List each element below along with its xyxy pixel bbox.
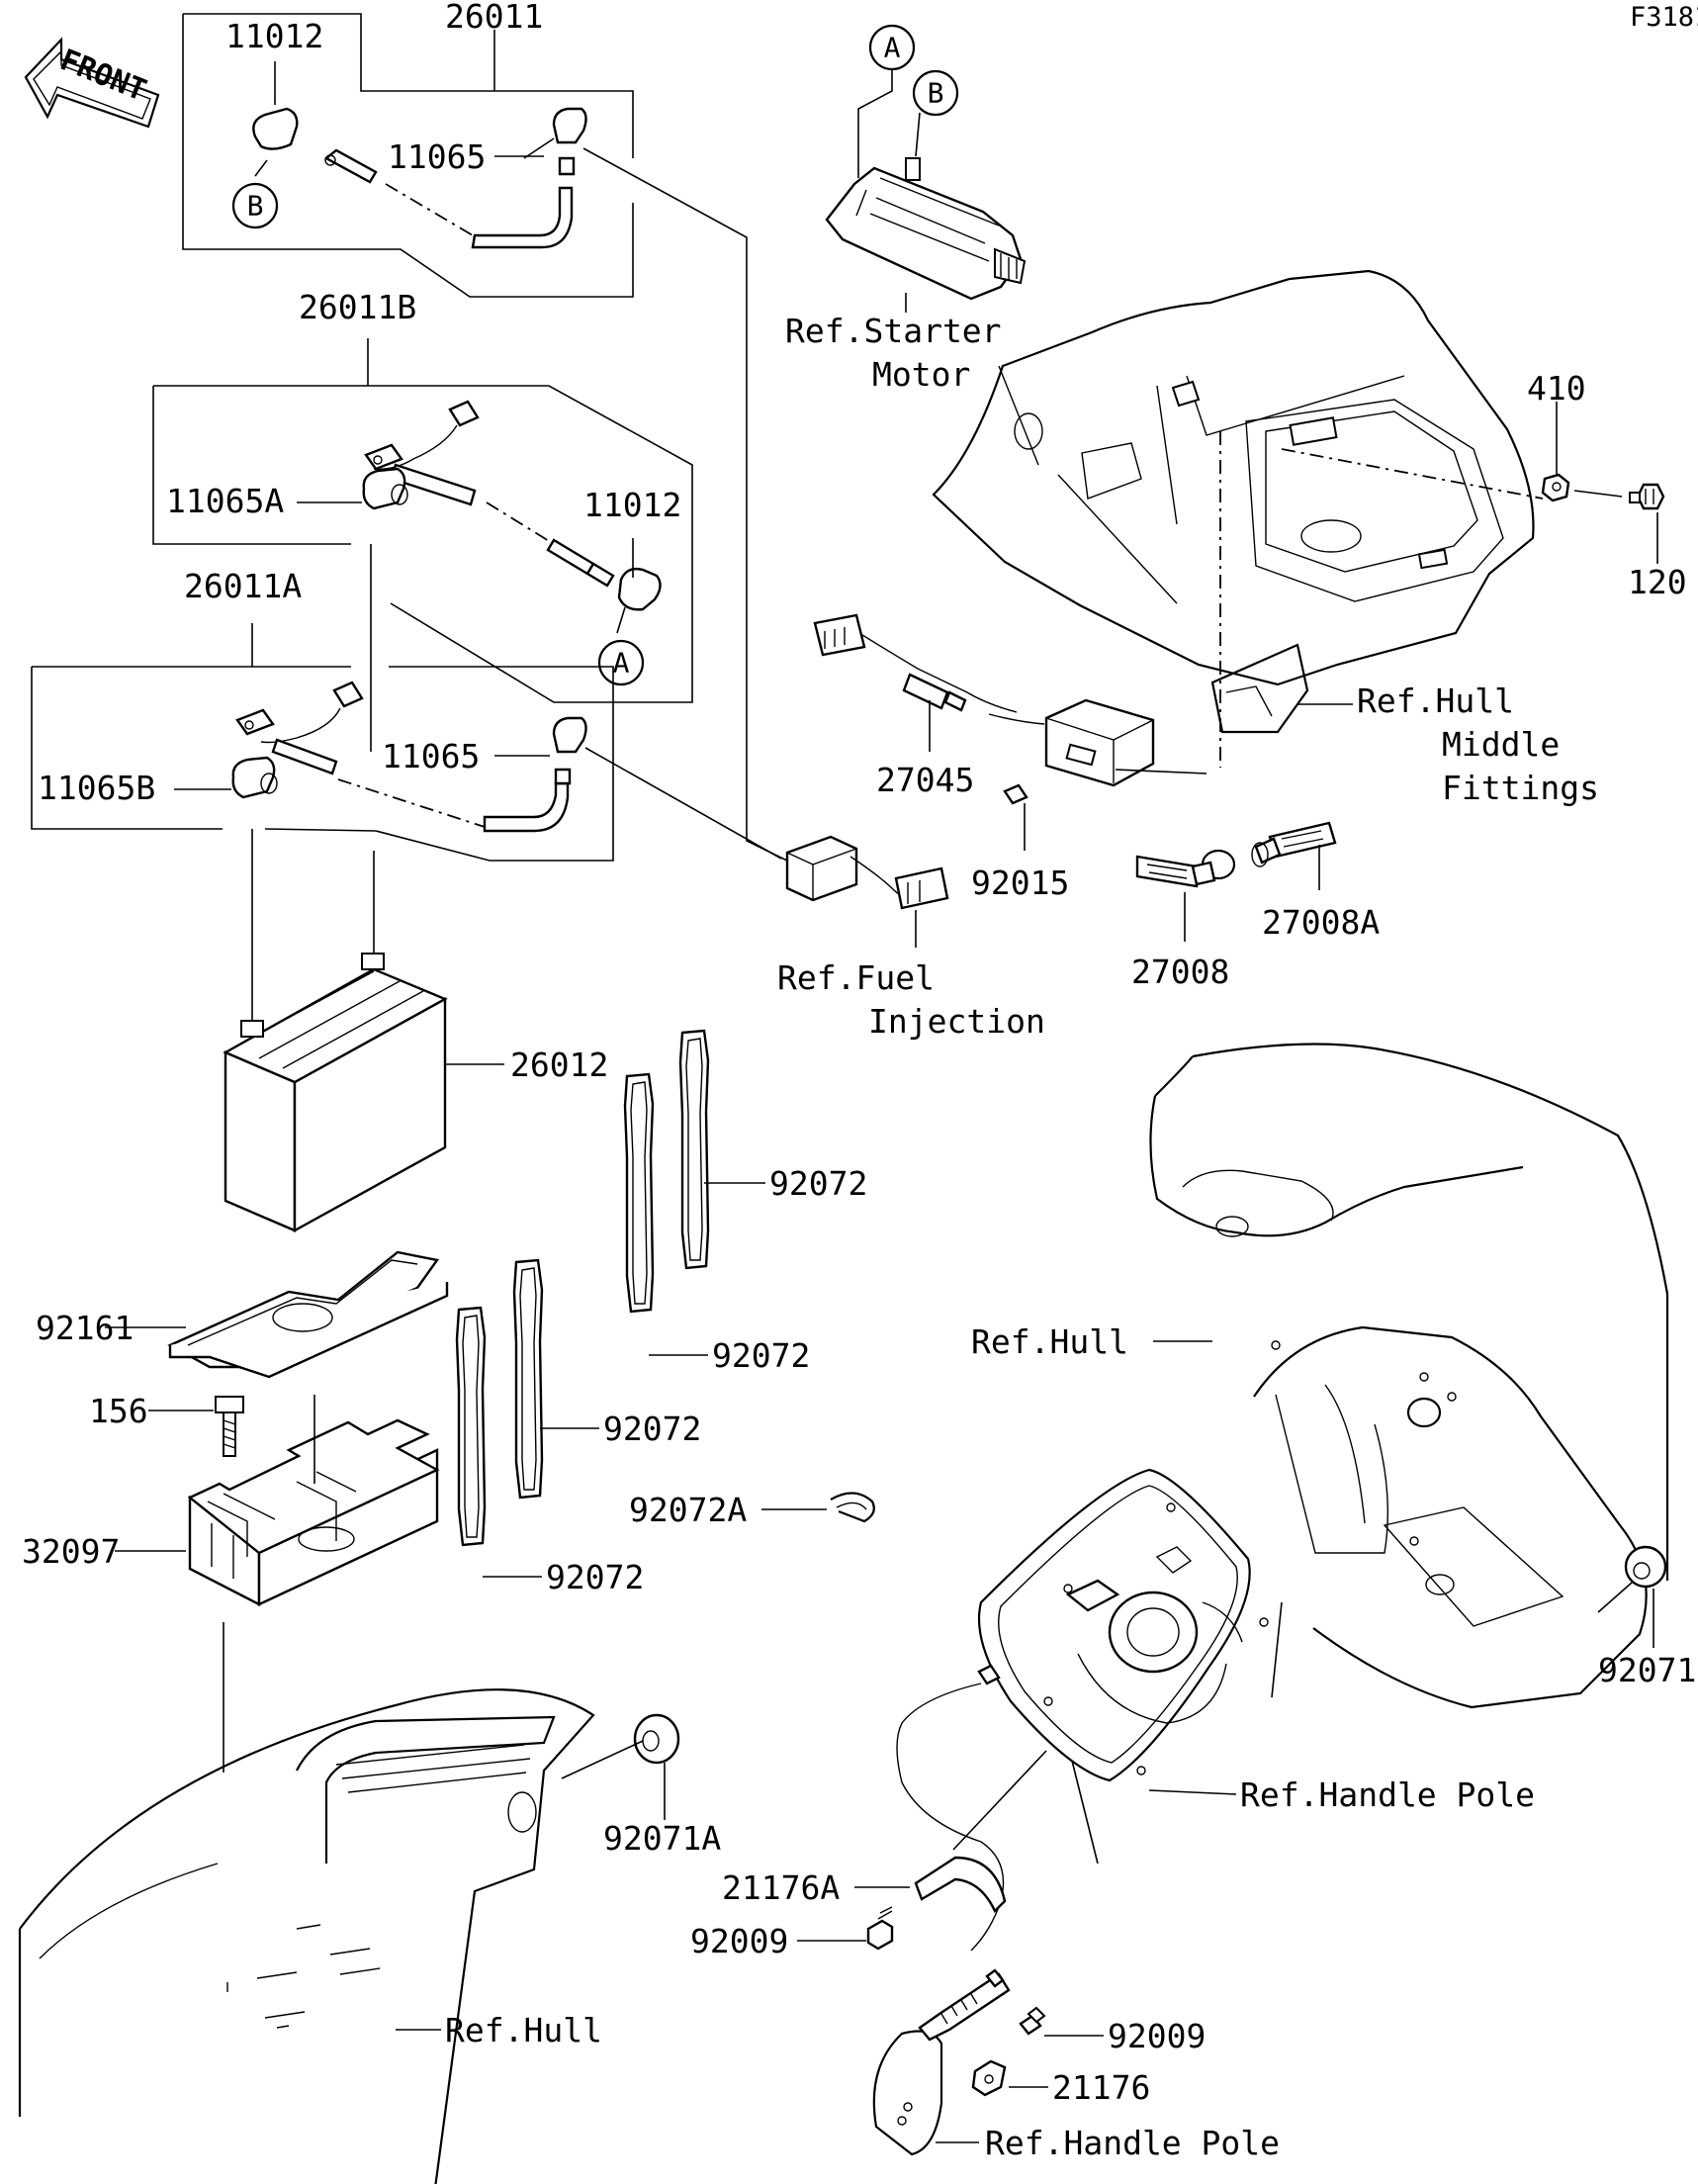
boot-11012-mid [617,567,662,611]
callout-a-mid: A [597,639,645,686]
label-120: 120 [1628,563,1687,601]
handle-pole-lower [872,1968,1011,2156]
label-27008A: 27008A [1262,903,1380,942]
starter-motor [825,157,1027,301]
callout-b-left-text: B [247,190,264,223]
label-11065-top: 11065 [388,137,486,176]
relay-harness-27045 [813,613,1155,787]
boot-11065-mid [552,716,587,754]
label-ref-hull-middle-1: Ref.Hull [1357,682,1514,720]
strap-92072-d [455,1306,487,1547]
bolt-156 [215,1396,244,1457]
fuel-injection-harness [785,835,949,910]
grommet-92071A [633,1713,680,1765]
nut-410 [1541,473,1570,502]
label-92072-b: 92072 [712,1336,810,1375]
callout-b-left: B [231,182,279,229]
label-26011: 26011 [445,0,543,36]
sensor-wiring [896,1664,1099,1952]
cable-group-26011A [31,544,782,862]
strap-92072-a [678,1029,710,1270]
screw-92009-b [1019,2006,1046,2036]
label-ref-fuel-2: Injection [868,1002,1045,1041]
front-arrow: FRONT [24,37,160,129]
label-156: 156 [89,1392,148,1430]
label-11012-top: 11012 [225,17,323,55]
label-92071: 92071 [1598,1651,1696,1689]
label-92072-c: 92072 [603,1410,701,1448]
label-27008: 27008 [1131,953,1229,991]
callout-a-top: A [868,24,916,71]
clamp-92072A [830,1492,875,1523]
handle-pole-plate [977,1468,1283,1782]
label-ref-hull-right: Ref.Hull [971,1322,1128,1361]
label-26011B: 26011B [299,288,416,326]
label-ref-hull-bottom: Ref.Hull [445,2011,602,2049]
hull-right [1149,1043,1669,1709]
label-ref-hull-middle-2: Middle [1442,725,1560,764]
callout-b-top: B [912,69,959,117]
label-26012: 26012 [510,1046,608,1084]
label-92015: 92015 [971,864,1069,902]
strap-92072-c [512,1258,544,1500]
label-11065B: 11065B [38,769,155,807]
key-27008A [1251,821,1337,867]
hull-middle-fittings [932,269,1544,768]
screw-92009-a [866,1906,894,1951]
key-27008 [1135,849,1236,888]
battery-case-32097 [187,1418,440,1606]
hull-bottom-left [18,1688,595,2184]
callout-a-mid-text: A [613,647,630,680]
clip-92015 [1003,783,1028,805]
label-ref-handle-pole-2: Ref.Handle Pole [985,2124,1280,2162]
boot-11012-top [252,107,299,150]
boot-11065A [362,467,406,510]
label-21176A: 21176A [722,1868,840,1907]
tray-92161 [167,1250,449,1379]
label-92161: 92161 [36,1309,134,1347]
label-92009-a: 92009 [690,1922,788,1960]
label-26011A: 26011A [184,567,302,605]
callout-a-top-text: A [884,32,901,64]
clip-21176 [971,2059,1007,2097]
label-ref-starter-2: Motor [872,355,970,394]
label-32097: 32097 [22,1532,120,1571]
boot-11065B [231,756,276,799]
callout-b-top-text: B [928,77,944,110]
cable-group-26011 [182,13,792,864]
label-11065-mid: 11065 [382,737,480,775]
label-92072-a: 92072 [769,1164,867,1203]
label-ref-fuel-1: Ref.Fuel [777,958,935,997]
grommet-92071 [1624,1545,1667,1589]
cable-group-26011B [152,338,693,703]
label-92072A: 92072A [629,1491,747,1529]
label-11012-mid: 11012 [583,486,681,524]
label-92009-b: 92009 [1108,2017,1206,2055]
figure-code: F3181 [1630,2,1698,33]
label-92072-d: 92072 [546,1558,644,1596]
battery-26012 [223,829,504,1233]
label-92071A: 92071A [603,1819,721,1858]
label-ref-hull-middle-3: Fittings [1442,769,1599,807]
label-ref-starter-1: Ref.Starter [785,312,1002,350]
label-21176: 21176 [1052,2068,1150,2107]
strap-92072-b [623,1072,655,1314]
bolt-120 [1629,483,1665,510]
label-410: 410 [1527,369,1586,408]
boot-11065-top [552,107,587,144]
label-ref-handle-pole-1: Ref.Handle Pole [1240,1775,1535,1814]
label-11065A: 11065A [166,482,284,520]
label-27045: 27045 [876,761,974,799]
